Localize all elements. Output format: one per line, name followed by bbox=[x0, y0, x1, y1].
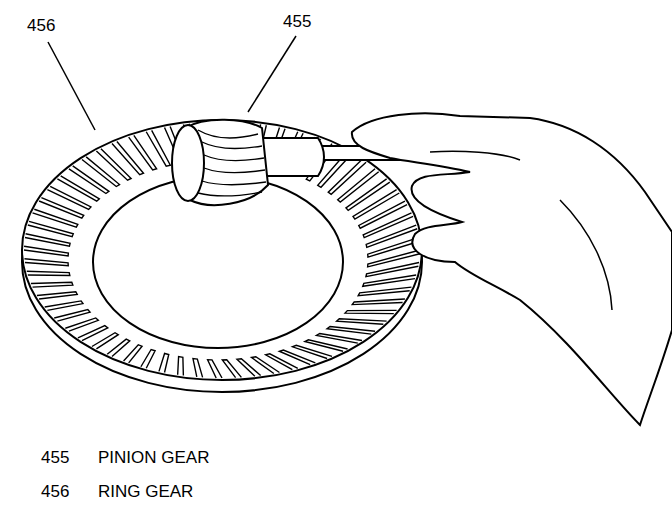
gear-tooth bbox=[279, 350, 315, 365]
gear-tooth bbox=[222, 360, 241, 378]
gear-tooth bbox=[363, 213, 413, 238]
key-number: 456 bbox=[40, 482, 70, 502]
hand bbox=[352, 113, 672, 425]
gear-tooth bbox=[159, 353, 169, 372]
part-name: RING GEAR bbox=[97, 482, 194, 502]
leader-line bbox=[248, 36, 296, 112]
pinion-teeth bbox=[198, 130, 266, 196]
gear-tooth bbox=[65, 318, 98, 331]
gear-tooth bbox=[358, 287, 411, 295]
gear-tooth bbox=[24, 259, 68, 266]
hand-crease bbox=[430, 151, 520, 160]
gear-tooth bbox=[316, 333, 362, 343]
pinion-gear-face bbox=[172, 125, 204, 201]
gear-tooth bbox=[45, 301, 83, 310]
gear-tooth bbox=[92, 333, 118, 349]
gear-tooth bbox=[237, 359, 261, 376]
gear-tooth bbox=[328, 159, 366, 194]
gear-tooth bbox=[345, 310, 397, 313]
gear-tooth bbox=[352, 299, 405, 305]
gear-tooth bbox=[124, 345, 142, 363]
callout-number: 456 bbox=[26, 16, 56, 36]
gear-tooth bbox=[346, 179, 390, 210]
gear-tooth bbox=[359, 201, 407, 228]
gear-tooth bbox=[363, 275, 416, 286]
gear-tooth bbox=[337, 319, 387, 324]
gear-tooth bbox=[37, 292, 77, 299]
gear-tooth bbox=[193, 359, 203, 378]
gear-tooth bbox=[27, 271, 70, 275]
gear-tooth bbox=[366, 263, 419, 277]
callout-number: 455 bbox=[282, 12, 312, 32]
gear-tooth bbox=[96, 149, 131, 181]
key-number: 455 bbox=[40, 448, 70, 468]
leader-line bbox=[48, 42, 95, 130]
part-name: PINION GEAR bbox=[97, 448, 210, 468]
gear-tooth bbox=[146, 130, 170, 166]
gear-tooth bbox=[25, 234, 70, 247]
gear-tooth bbox=[78, 326, 108, 341]
gear-tooth bbox=[327, 326, 375, 334]
gear-tooth bbox=[24, 246, 68, 256]
gear-tooth bbox=[208, 360, 222, 378]
hand-crease bbox=[560, 200, 612, 310]
gear-tooth bbox=[178, 356, 184, 375]
gear-tooth bbox=[338, 169, 379, 202]
gear-tooth bbox=[112, 142, 144, 175]
gear-tooth bbox=[129, 135, 157, 170]
gear-tooth bbox=[353, 190, 399, 219]
gear-tooth bbox=[31, 282, 73, 287]
gear-tooth bbox=[33, 209, 78, 227]
gear-tooth bbox=[107, 339, 130, 356]
gear-tooth bbox=[141, 350, 155, 369]
gear-tooth bbox=[54, 310, 90, 321]
